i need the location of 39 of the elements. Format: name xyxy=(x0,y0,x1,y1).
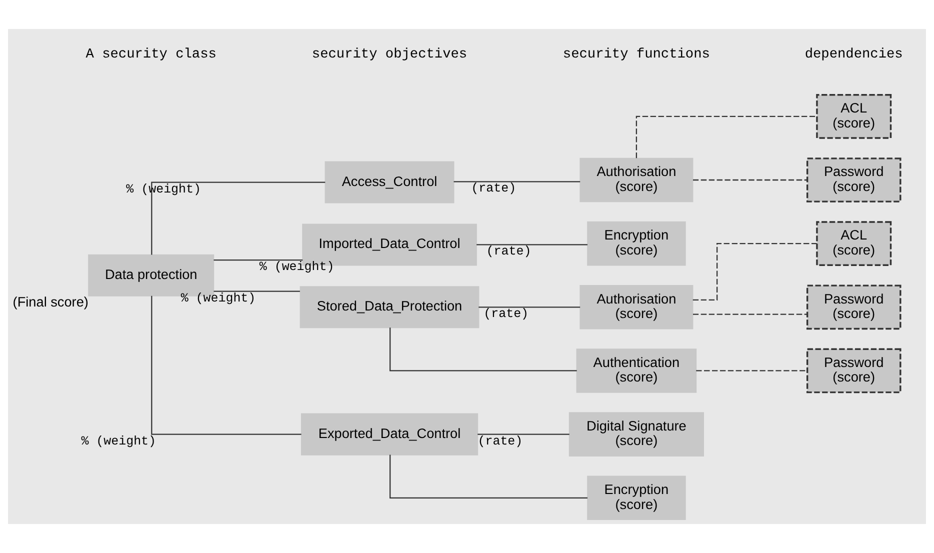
connector xyxy=(692,243,817,301)
node-box: Encryption (score) xyxy=(587,476,686,520)
connector xyxy=(693,179,808,181)
label: security objectives xyxy=(312,47,468,62)
label: dependencies xyxy=(804,47,903,62)
node-box: Authorisation (score) xyxy=(580,158,694,202)
node-box: Password (score) xyxy=(806,348,902,394)
node-box: ACL (score) xyxy=(816,94,892,139)
connector xyxy=(214,290,300,292)
connector xyxy=(214,259,303,261)
edge-label: (rate) xyxy=(484,307,529,322)
connector xyxy=(476,244,588,246)
connector xyxy=(390,328,577,372)
node-box: Authorisation (score) xyxy=(580,285,694,330)
node-box: Password (score) xyxy=(806,158,902,202)
connector xyxy=(636,116,816,158)
edge-label: (rate) xyxy=(478,434,523,448)
connector xyxy=(696,370,808,372)
node-box: Password (score) xyxy=(806,284,902,330)
connector xyxy=(390,454,588,498)
node-box: Digital Signature (score) xyxy=(568,412,704,456)
edge-label: (rate) xyxy=(486,244,532,259)
connector xyxy=(454,181,580,182)
label: A security class xyxy=(86,47,216,62)
connector xyxy=(151,296,302,435)
node-box: Access_Control xyxy=(324,161,454,204)
node-box: Exported_Data_Control xyxy=(300,413,478,456)
edge-label: (rate) xyxy=(471,182,516,196)
node-label: (Final score) xyxy=(12,294,88,310)
node-box: Encryption (score) xyxy=(587,221,686,266)
edge-label: % (weight) xyxy=(81,434,156,448)
connector xyxy=(478,434,570,435)
connector xyxy=(693,314,808,315)
node-box: Stored_Data_Protection xyxy=(300,286,480,328)
node-box: Authentication (score) xyxy=(576,348,697,393)
label: security functions xyxy=(562,47,710,62)
connector xyxy=(478,306,580,308)
connector xyxy=(151,182,326,255)
node-box: ACL (score) xyxy=(816,221,892,266)
